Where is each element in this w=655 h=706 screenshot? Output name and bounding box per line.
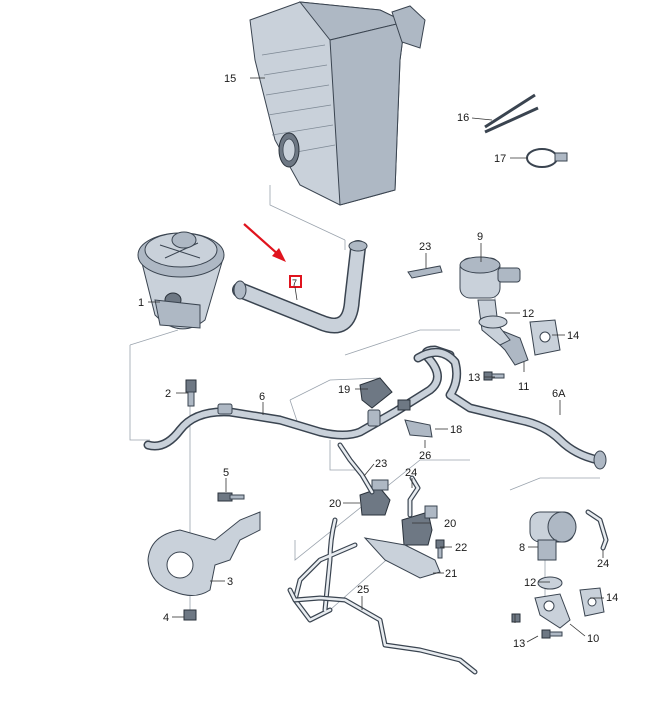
label-13-lower: 13 — [513, 638, 525, 650]
label-26: 26 — [419, 450, 431, 462]
nut-4 — [183, 609, 197, 621]
highlight-box — [289, 275, 302, 288]
label-14-top: 14 — [567, 330, 579, 342]
label-4: 4 — [163, 612, 169, 624]
label-3: 3 — [227, 576, 233, 588]
air-filter-housing — [249, 1, 426, 206]
label-10: 10 — [587, 633, 599, 645]
secondary-air-pump — [137, 231, 225, 330]
label-12-top: 12 — [522, 308, 534, 320]
label-17: 17 — [494, 153, 506, 165]
label-20-left: 20 — [329, 498, 341, 510]
hose-6a — [413, 347, 607, 470]
gasket-12-top — [478, 315, 508, 329]
label-18: 18 — [450, 424, 462, 436]
label-1: 1 — [138, 297, 144, 309]
label-13-top: 13 — [468, 372, 480, 384]
label-6a: 6A — [552, 388, 566, 400]
label-19: 19 — [338, 384, 350, 396]
label-25: 25 — [357, 584, 369, 596]
cable-ties — [484, 93, 539, 134]
pressure-hose — [232, 240, 368, 334]
label-24-right: 24 — [597, 558, 609, 570]
leader-lines — [148, 77, 604, 643]
hose-clamp — [526, 148, 568, 168]
solenoid-valve-20-right — [401, 505, 438, 546]
combination-valve-8 — [529, 511, 577, 561]
label-14-lower: 14 — [606, 592, 618, 604]
label-8: 8 — [519, 542, 525, 554]
bolt-5 — [217, 492, 245, 502]
label-23-top: 23 — [419, 241, 431, 253]
label-15: 15 — [224, 73, 236, 85]
gasket-12-lower — [537, 576, 563, 590]
bracket-23-top — [407, 265, 443, 279]
label-9: 9 — [477, 231, 483, 243]
flange-14-lower — [579, 587, 605, 617]
pipe-10 — [534, 593, 571, 629]
solenoid-valve-20-left — [359, 479, 391, 516]
flange-14-top — [529, 319, 561, 356]
bolt-13-top — [483, 371, 505, 381]
solenoid-valve-19 — [359, 377, 393, 409]
label-6: 6 — [259, 391, 265, 403]
bolt-22 — [435, 539, 445, 559]
bracket-18 — [397, 399, 433, 438]
label-24-mid: 24 — [405, 467, 417, 479]
label-7: 7 — [292, 278, 297, 288]
label-16: 16 — [457, 112, 469, 124]
highlight-arrow — [243, 223, 286, 262]
mounting-bracket — [147, 511, 261, 596]
label-12-lower: 12 — [524, 577, 536, 589]
label-11: 11 — [518, 381, 529, 393]
label-22: 22 — [455, 542, 467, 554]
bolts-13-lower — [511, 613, 563, 639]
bracket-21 — [363, 537, 441, 579]
vacuum-lines — [287, 442, 609, 675]
label-21: 21 — [445, 568, 457, 580]
temperature-sender — [185, 379, 197, 407]
label-5: 5 — [223, 467, 229, 479]
label-2: 2 — [165, 388, 171, 400]
part-labels: 15 16 17 1 23 9 12 14 13 11 6A 2 6 19 18… — [138, 73, 618, 650]
combination-valve — [459, 256, 529, 366]
label-20-right: 20 — [444, 518, 456, 530]
label-23-mid: 23 — [375, 458, 387, 470]
